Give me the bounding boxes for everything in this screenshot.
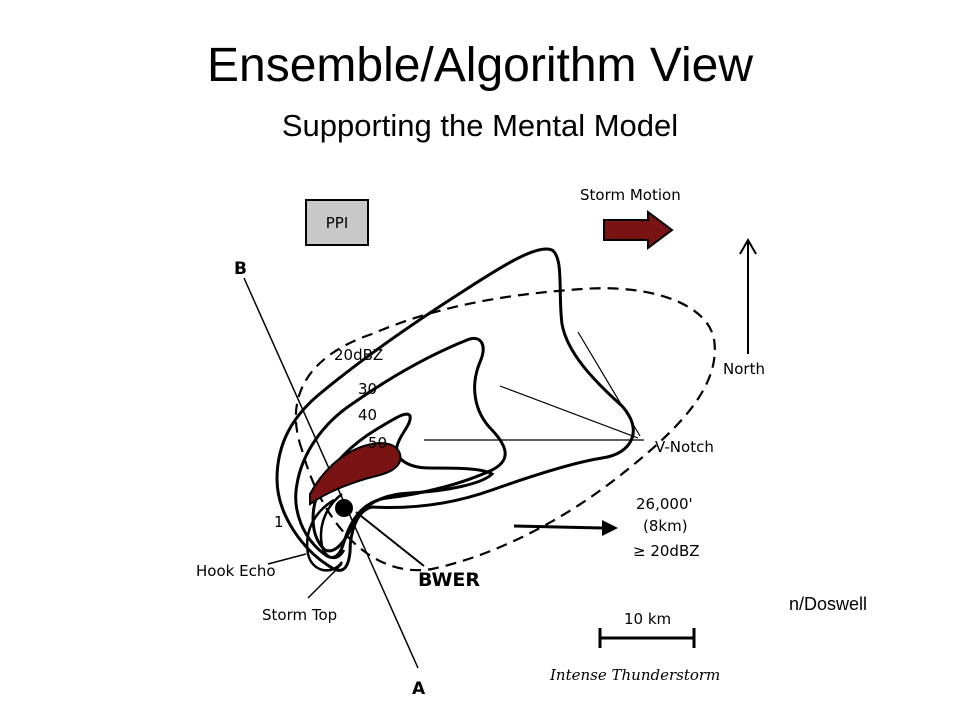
point-a-label: A	[412, 679, 426, 699]
ppi-box: PPI	[305, 199, 369, 246]
diagram-caption: Intense Thunderstorm	[549, 666, 720, 684]
storm-motion-label: Storm Motion	[580, 186, 681, 204]
storm-top-label: Storm Top	[262, 606, 337, 624]
core-50dbz	[309, 442, 402, 506]
bwer-marker	[335, 499, 353, 517]
contour-40-label: 40	[358, 406, 377, 424]
contour-30-label: 30	[358, 380, 377, 398]
marker-1-label: 1	[274, 513, 284, 531]
height-label: 26,000'	[636, 495, 693, 513]
slide-subtitle: Supporting the Mental Model	[281, 108, 679, 143]
v-notch-label: V-Notch	[655, 438, 714, 456]
height-arrow	[513, 524, 603, 530]
ppi-label: PPI	[326, 214, 349, 232]
scale-bar	[598, 628, 696, 648]
hook-echo-contour	[305, 498, 344, 572]
north-label: North	[723, 360, 765, 378]
contour-20dbz	[275, 247, 635, 572]
contour-20-label: 20dBZ	[334, 346, 383, 364]
hook-echo-label: Hook Echo	[196, 562, 276, 580]
bwer-label: BWER	[418, 569, 480, 591]
north-arrow	[739, 237, 757, 354]
thunderstorm-diagram: PPI Storm Motion North B A 20dBZ 30 40 5…	[182, 154, 790, 720]
image-credit: n/Doswell	[789, 594, 868, 614]
height-km-label: (8km)	[643, 517, 688, 535]
storm-motion-arrow	[603, 210, 674, 250]
point-b-label: B	[234, 259, 247, 279]
scale-label: 10 km	[624, 610, 671, 628]
contour-50-label: 50	[368, 434, 387, 452]
height-threshold-label: ≥ 20dBZ	[633, 542, 700, 560]
slide-title: Ensemble/Algorithm View	[206, 39, 754, 92]
storm-top-outline	[294, 287, 716, 572]
